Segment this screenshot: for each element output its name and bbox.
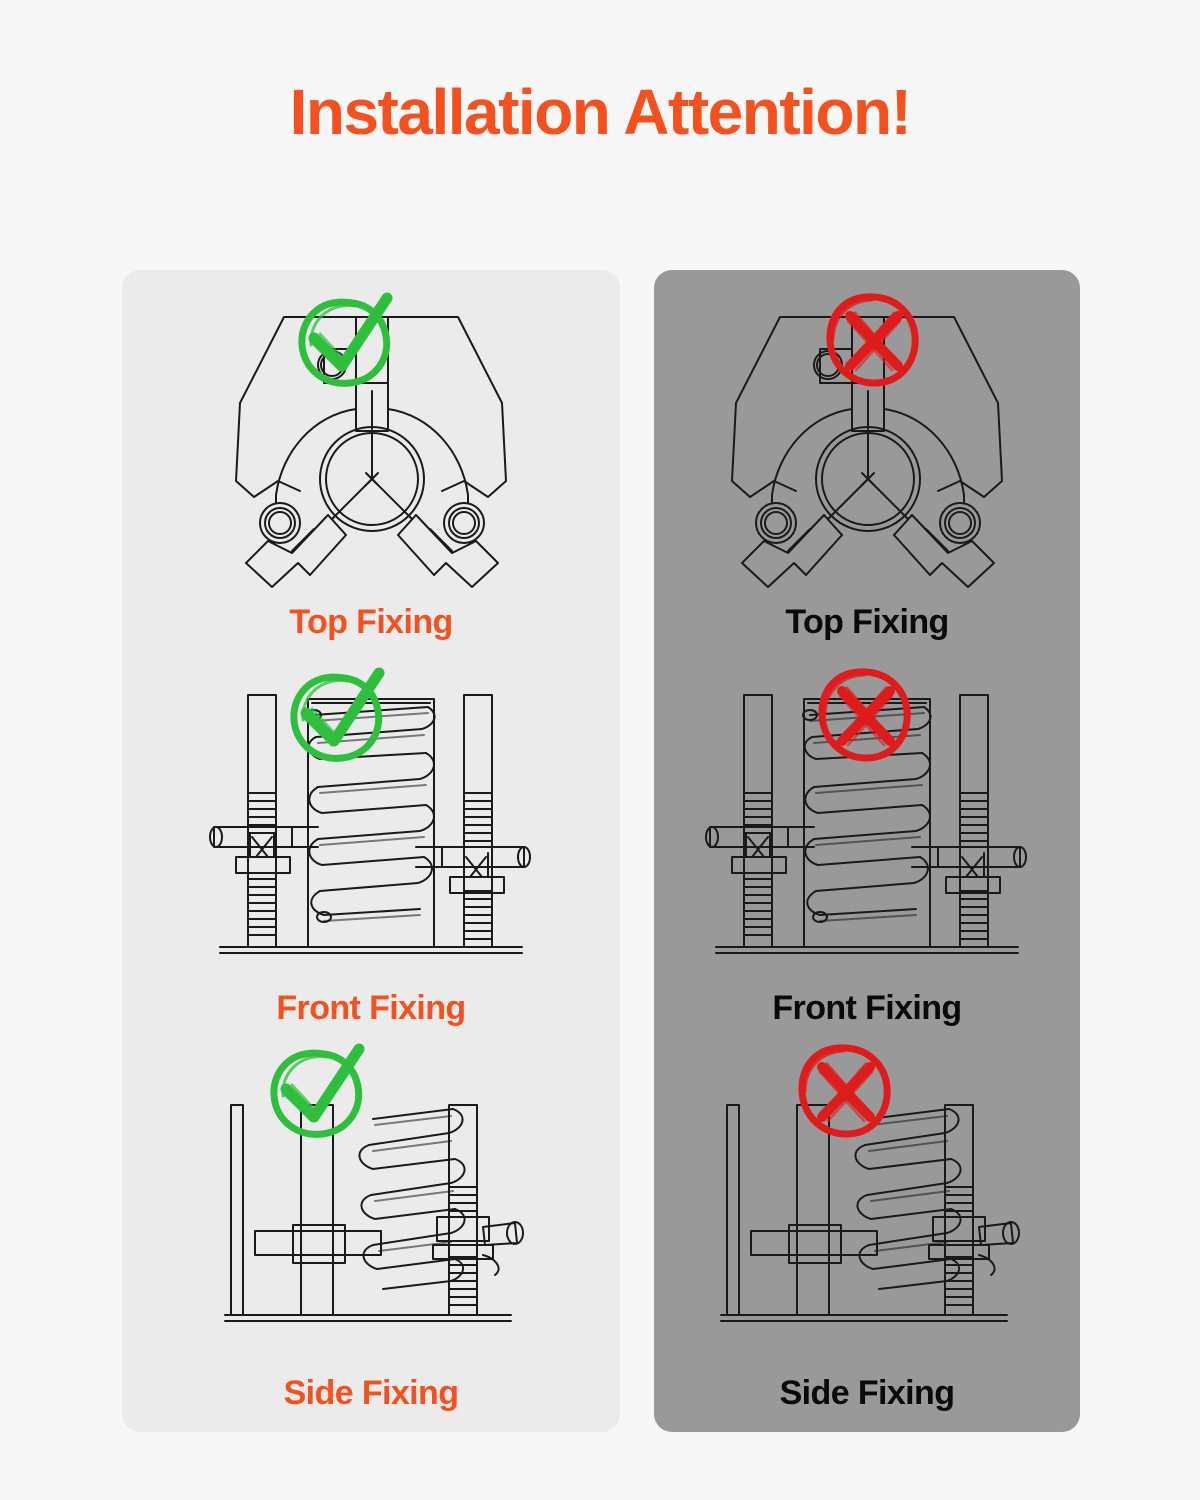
fix-label-top-incorrect: Top Fixing [785, 603, 949, 642]
figure-side-fixing-spring-incorrect [654, 1044, 1080, 1376]
fix-label-side-incorrect: Side Fixing [779, 1373, 955, 1412]
fix-label-front-correct: Front Fixing [276, 988, 466, 1027]
fix-block-top-correct: Top Fixing [122, 276, 620, 661]
fix-block-front-incorrect: Front Fixing [654, 661, 1080, 1046]
fix-label-side-correct: Side Fixing [283, 1373, 459, 1412]
figure-side-fixing-spring-correct [122, 1043, 620, 1376]
fix-block-top-incorrect: Top Fixing [654, 276, 1080, 661]
figure-top-fixing-clamp-incorrect [654, 276, 1080, 605]
fix-block-side-correct: Side Fixing [122, 1043, 620, 1432]
fix-label-front-incorrect: Front Fixing [772, 988, 962, 1027]
page-title: Installation Attention! [289, 76, 912, 148]
figure-top-fixing-clamp-correct [122, 276, 620, 605]
fix-block-front-correct: Front Fixing [122, 661, 620, 1046]
figure-front-fixing-spring-incorrect [654, 661, 1080, 990]
fix-block-side-incorrect: Side Fixing [654, 1044, 1080, 1432]
fix-label-top-correct: Top Fixing [289, 603, 453, 642]
panel-correct: Top Fixing [122, 270, 620, 1432]
panel-incorrect: Top Fixing [654, 270, 1080, 1432]
comparison-panels: Top Fixing [122, 270, 1080, 1432]
figure-front-fixing-spring-correct [122, 661, 620, 990]
